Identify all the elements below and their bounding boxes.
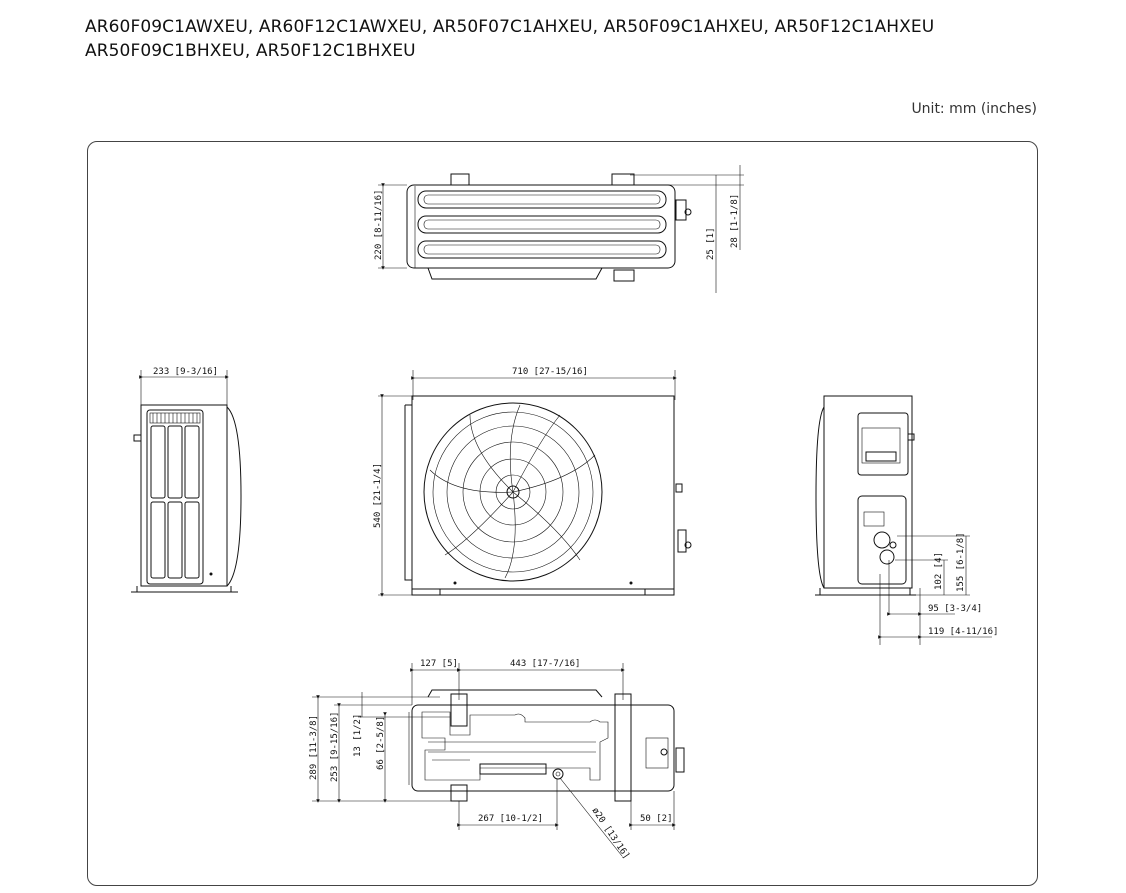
right-side-body [823, 395, 913, 589]
left-side-body [140, 404, 228, 587]
top-bracket-left [450, 173, 470, 186]
dim-right-95: 95 [3-3/4] [928, 604, 982, 614]
unit-label: Unit: mm (inches) [911, 101, 1037, 117]
dim-top-28: 28 [1-1/8] [730, 194, 740, 248]
bottom-body [411, 704, 675, 792]
dim-bottom-dia20: ø20 [13/16] [590, 806, 632, 861]
top-view-body [406, 184, 676, 269]
model-list-line-2: AR50F09C1BHXEU, AR50F12C1BHXEU [85, 41, 416, 61]
dim-top-25: 25 [1] [706, 227, 716, 260]
dim-right-119: 119 [4-11/16] [928, 627, 998, 637]
dim-front-height: 540 [21-1/4] [373, 463, 383, 528]
dim-bottom-253: 253 [9-15/16] [330, 712, 340, 782]
bottom-view: 127 [5] 443 [17-7/16] 289 [11-3/8] 253 [… [309, 659, 685, 861]
dim-side-width: 233 [9-3/16] [153, 367, 218, 377]
fan-grille [423, 402, 603, 582]
front-view: 710 [27-15/16] 540 [21-1/4] [373, 367, 692, 597]
dim-bottom-50: 50 [2] [640, 814, 673, 824]
dim-right-155: 155 [6-1/8] [956, 532, 966, 592]
top-view: 220 [8-11/16] 25 [1] 28 [1-1/8] [374, 165, 744, 293]
front-body [411, 395, 675, 590]
top-bracket-right [611, 173, 635, 186]
dim-bottom-289: 289 [11-3/8] [309, 715, 319, 780]
dim-bottom-13: 13 [1/2] [353, 714, 363, 757]
model-list: AR60F09C1AWXEU, AR60F12C1AWXEU, AR50F07C… [85, 15, 934, 63]
dim-bottom-127: 127 [5] [420, 659, 458, 669]
drawing-frame [87, 141, 1038, 886]
model-list-line-1: AR60F09C1AWXEU, AR60F12C1AWXEU, AR50F07C… [85, 17, 935, 37]
dim-bottom-443: 443 [17-7/16] [510, 659, 580, 669]
right-side-view: 102 [4] 155 [6-1/8] 95 [3-3/4] 119 [4-11… [815, 395, 998, 645]
dim-front-width: 710 [27-15/16] [512, 367, 588, 377]
dim-bottom-267: 267 [10-1/2] [478, 814, 543, 824]
left-side-view: 233 [9-3/16] [131, 367, 242, 593]
dim-right-102: 102 [4] [934, 552, 944, 590]
dim-top-depth: 220 [8-11/16] [374, 190, 384, 260]
dim-bottom-66: 66 [2-5/8] [376, 716, 386, 770]
